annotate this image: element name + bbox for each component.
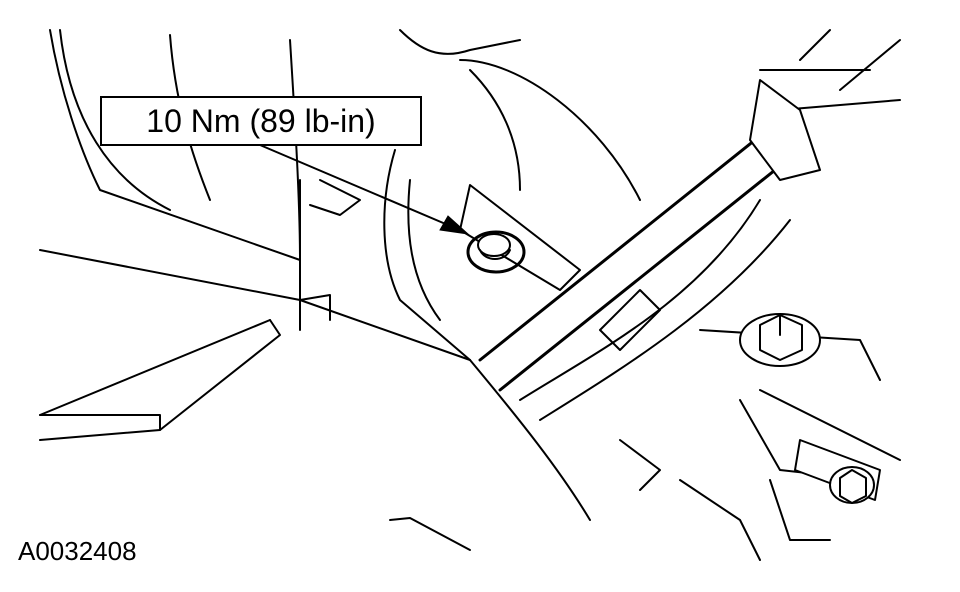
figure-id: A0032408 [18, 536, 137, 566]
torque-callout: 10 Nm (89 lb-in) [100, 96, 422, 146]
hex-bolt-right [739, 313, 821, 367]
rod-assembly [478, 29, 901, 421]
torque-label: 10 Nm (89 lb-in) [146, 102, 376, 139]
center-bracket [383, 29, 641, 551]
target-bolt [466, 230, 526, 274]
hex-bolt-lower [829, 466, 875, 504]
left-housing [49, 29, 361, 331]
callout-leader-arrow [259, 144, 470, 235]
left-plate [39, 249, 471, 441]
lower-linkage [619, 329, 901, 561]
